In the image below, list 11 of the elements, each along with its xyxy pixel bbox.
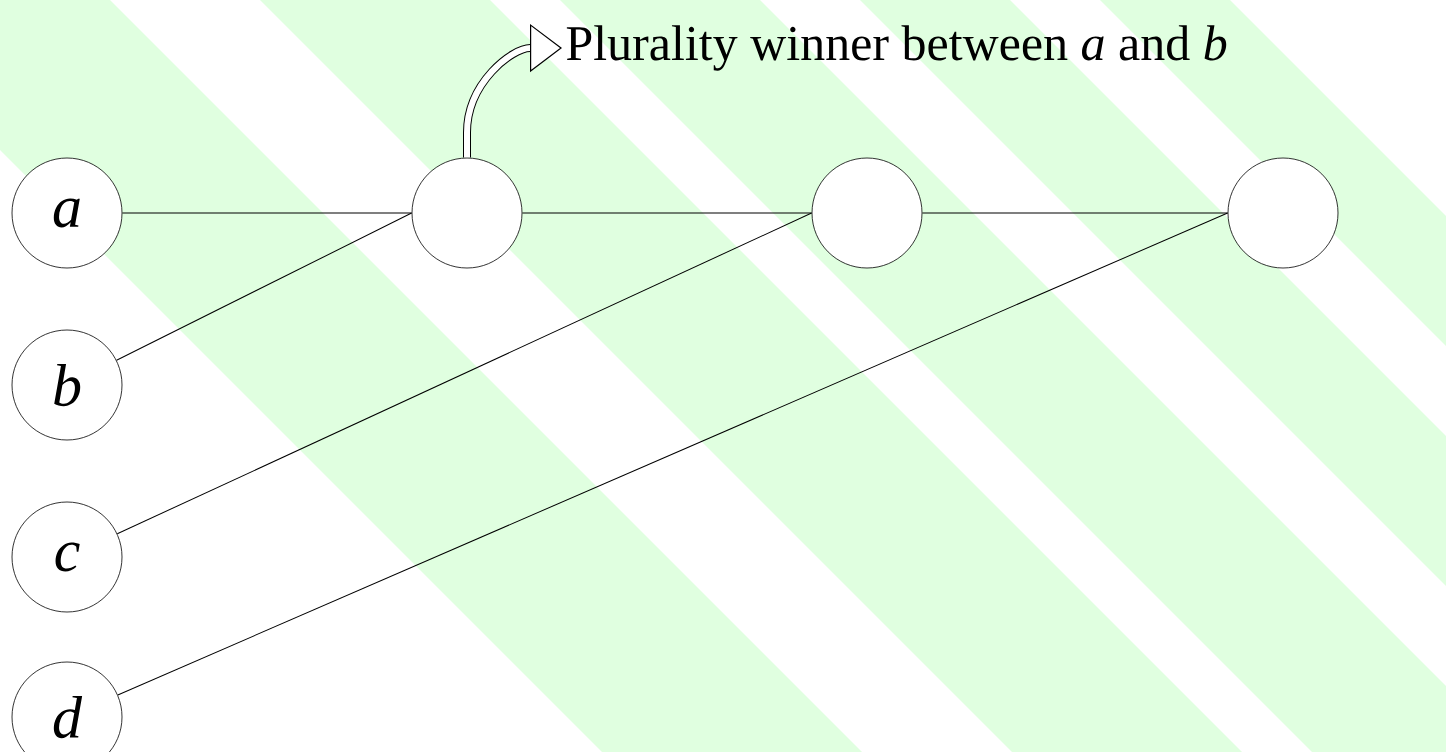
connector-line bbox=[116, 212, 413, 361]
connector-line bbox=[521, 212, 813, 214]
connector-line bbox=[921, 212, 1229, 214]
connector-line bbox=[116, 212, 813, 535]
empty-circle bbox=[411, 157, 523, 269]
connector-line bbox=[117, 212, 1229, 696]
hollow-arrow bbox=[463, 23, 562, 158]
empty-circle bbox=[1227, 157, 1339, 269]
empty-circle bbox=[811, 157, 923, 269]
connector-line bbox=[121, 212, 413, 214]
caption-text: Plurality winner between a and b bbox=[566, 25, 1227, 71]
